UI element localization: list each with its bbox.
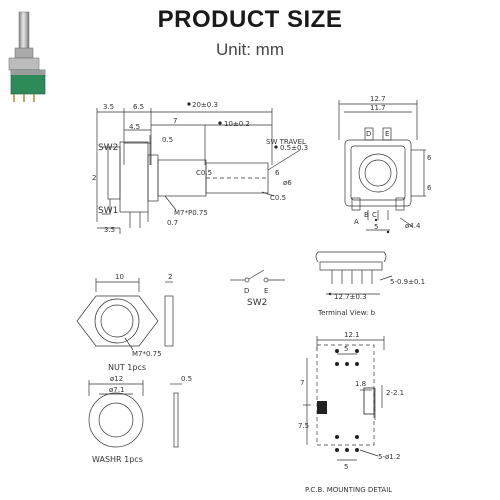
- dim-travel-value: 0.5±0.3: [280, 144, 308, 152]
- pin-d-label: D: [366, 130, 371, 138]
- page-title: PRODUCT SIZE: [157, 6, 343, 33]
- dim-f6: ø6: [283, 179, 292, 187]
- pin-e-label: E: [385, 130, 389, 138]
- dim-3-5-bottom: 3.5: [104, 226, 115, 234]
- dim-0-7: 0.7: [167, 219, 178, 227]
- dim-6-b: 6: [427, 184, 432, 192]
- washer-drawing: [88, 380, 182, 448]
- pcb-mounting-drawing: [303, 336, 385, 461]
- switch-pin-e: E: [264, 287, 268, 295]
- pcb-dim-5-bottom: 5: [344, 463, 348, 471]
- dim-7: 7: [173, 117, 177, 125]
- dim-20: 20±0.3: [192, 101, 218, 109]
- dim-6-5: 6.5: [133, 103, 144, 111]
- dim-4-5: 4.5: [129, 123, 140, 131]
- washer-dim-outer: ø12: [110, 375, 123, 383]
- front-view-drawing: [338, 100, 426, 231]
- nut-dim-10: 10: [115, 273, 124, 281]
- washer-dim-thickness: 0.5: [181, 375, 192, 383]
- dim-2: 2: [92, 174, 96, 182]
- dim-6-a: 6: [427, 154, 432, 162]
- pin-c-label: C: [372, 211, 377, 219]
- dim-0-5: 0.5: [162, 136, 173, 144]
- pin-b-label: B: [364, 211, 369, 219]
- pcb-dim-12-1: 12.1: [344, 331, 360, 339]
- dim-6: 6: [275, 169, 280, 177]
- dim-3-5-top: 3.5: [103, 103, 114, 111]
- terminal-dim-12-7: 12.7±0.3: [334, 293, 367, 301]
- nut-thread-label: M7*0.75: [132, 350, 162, 358]
- pcb-hole-dim-c: 5-ø1.2: [378, 453, 400, 461]
- dim-10: 10±0.2: [224, 120, 250, 128]
- dim-hole: ø4.4: [405, 222, 421, 230]
- terminal-view-label: Terminal View: b: [317, 309, 376, 317]
- pcb-dim-7: 7: [300, 379, 304, 387]
- dim-12-7: 12.7: [370, 95, 386, 103]
- side-view-drawing: [96, 108, 301, 234]
- unit-label: Unit: mm: [216, 40, 284, 59]
- pcb-hole-dim-b: 2-2.1: [386, 389, 404, 397]
- pcb-label: P.C.B. MOUNTING DETAIL: [305, 486, 392, 494]
- dim-c05-a: C0.5: [196, 169, 212, 177]
- dim-m7-thread: M7*P0.75: [174, 209, 208, 217]
- washer-label: WASHR 1pcs: [92, 455, 143, 464]
- product-photo: [8, 11, 46, 102]
- pcb-hole-dim-a: 1.8: [355, 380, 366, 388]
- nut-label: NUT 1pcs: [108, 363, 146, 372]
- pcb-dim-5-top: 5: [344, 345, 348, 353]
- nut-drawing: [76, 278, 174, 351]
- switch-pin-d: D: [244, 287, 249, 295]
- pin-a-label: A: [354, 218, 359, 226]
- terminal-view-drawing: [315, 251, 393, 295]
- washer-dim-inner: ø7.1: [109, 386, 124, 394]
- switch-schematic: [230, 269, 285, 283]
- switch-label: SW2: [247, 298, 267, 308]
- sw2-label: SW2: [98, 143, 118, 153]
- sw1-label: SW1: [98, 206, 118, 216]
- terminal-dim-pitch: 5-0.9±0.1: [390, 278, 425, 286]
- sw-travel-label: SW TRAVEL: [266, 138, 306, 146]
- dim-5: 5: [374, 223, 378, 231]
- dim-11-7: 11.7: [370, 104, 386, 112]
- nut-dim-2: 2: [168, 273, 172, 281]
- pcb-dim-7-5: 7.5: [298, 422, 309, 430]
- dim-c05-b: C0.5: [270, 194, 286, 202]
